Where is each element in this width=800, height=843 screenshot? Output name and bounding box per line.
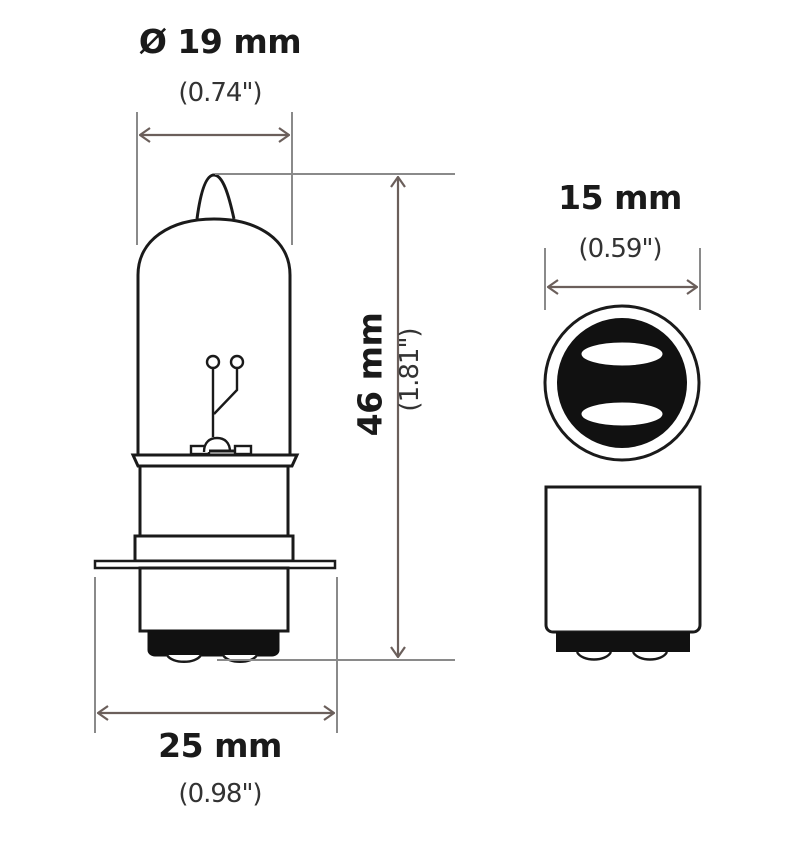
flange-width-inch-label: (0.98") bbox=[178, 779, 262, 809]
overall-length-mm-label: 46 mm bbox=[350, 312, 390, 437]
base-upper bbox=[138, 464, 290, 538]
flange-width-mm-label: 25 mm bbox=[158, 726, 282, 765]
contact-insulator bbox=[147, 629, 280, 657]
end-contact-bottom bbox=[580, 401, 664, 427]
end-view-base bbox=[543, 304, 702, 661]
contact-left bbox=[165, 654, 203, 663]
end-base-contact-right bbox=[631, 651, 669, 661]
end-insulator-disc bbox=[557, 318, 687, 448]
bulb-diameter-inch-label: (0.74") bbox=[178, 78, 262, 108]
end-base-contact-left bbox=[575, 651, 613, 661]
end-base-band bbox=[556, 632, 690, 652]
glass-envelope bbox=[136, 217, 292, 455]
glass-tip bbox=[195, 173, 236, 220]
side-view-bulb bbox=[93, 173, 337, 663]
dimension-lines-side bbox=[98, 135, 398, 713]
base-collar bbox=[133, 534, 295, 563]
base-lower bbox=[138, 566, 290, 633]
bulb-diameter-mm-label: Ø 19 mm bbox=[138, 22, 302, 61]
end-contact-top bbox=[580, 341, 664, 367]
filament bbox=[205, 354, 245, 437]
extension-lines-end bbox=[544, 248, 701, 310]
collar-rim bbox=[130, 453, 300, 468]
base-diameter-mm-label: 15 mm bbox=[558, 178, 682, 217]
end-base-body bbox=[544, 485, 702, 634]
base-diameter-inch-label: (0.59") bbox=[578, 234, 662, 264]
overall-length-inch-label: (1.81") bbox=[395, 328, 425, 412]
pinch-base bbox=[189, 436, 253, 456]
extension-lines-side bbox=[94, 112, 455, 733]
